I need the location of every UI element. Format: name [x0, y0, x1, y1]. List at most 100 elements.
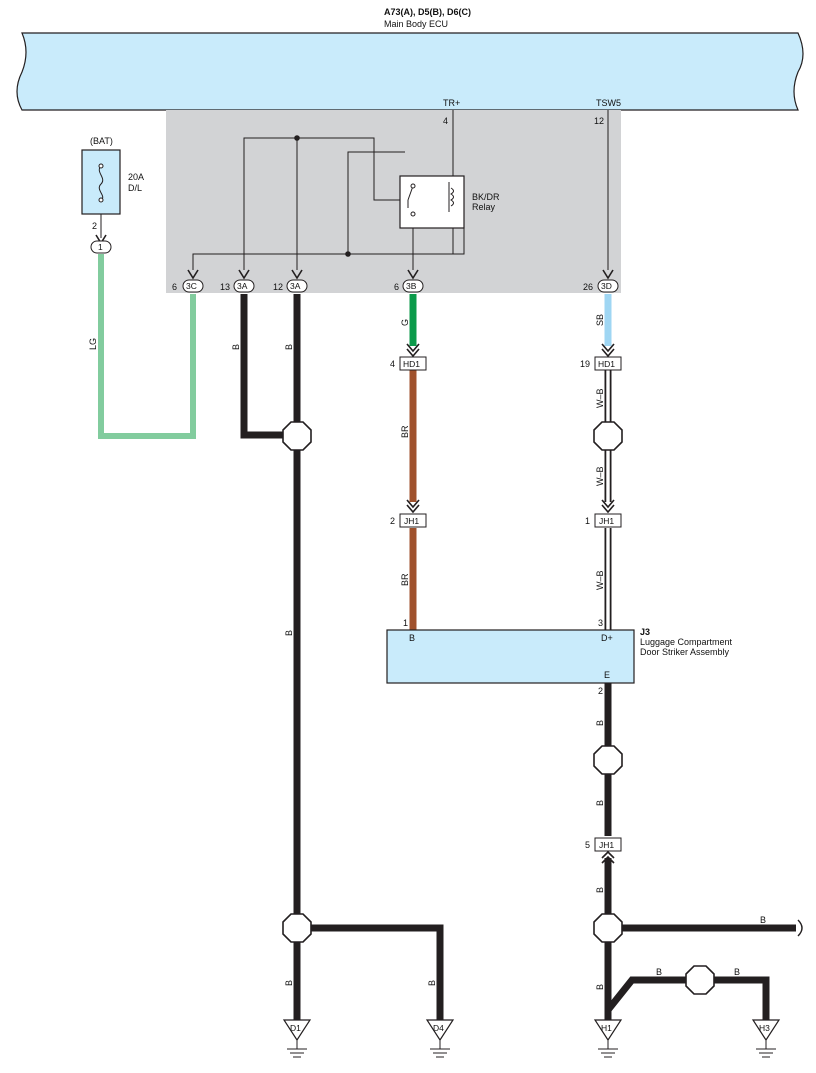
wire-label-b: B: [231, 344, 241, 350]
ecu-name: Main Body ECU: [384, 19, 448, 29]
junction-dot: [294, 135, 300, 141]
junction-hd1-pin: 19: [580, 359, 590, 369]
junction-hd1-left: HD1 4: [390, 343, 427, 371]
ground-h1-label: H1: [601, 1023, 612, 1033]
connector-3b-pin: 6: [394, 282, 399, 292]
striker-term-d: D+: [601, 633, 613, 643]
relay-label: Relay: [472, 202, 496, 212]
wire-lg: [98, 254, 196, 439]
ground-d4: D4: [425, 1019, 455, 1058]
junction-jh1-id: JH1: [599, 516, 614, 526]
relay-name: BK/DR: [472, 192, 500, 202]
fuse-source: (BAT): [90, 136, 113, 146]
wire-label-br: BR: [400, 573, 410, 586]
ecu-internal-area: [166, 110, 621, 293]
wire-break-mark: [797, 919, 803, 937]
ecu-connectors: 3C 6 3A 13 3A 12 3B 6 3D 26: [172, 269, 619, 293]
striker-pin-e: 2: [598, 686, 603, 696]
striker-name-line2: Door Striker Assembly: [640, 647, 730, 657]
splice-point: [282, 421, 312, 451]
wire-label-b: B: [656, 967, 662, 977]
striker-pin-d: 3: [598, 618, 603, 628]
tr-terminal-name: TR+: [443, 98, 460, 108]
junction-jh1-pin: 5: [585, 840, 590, 850]
connector-3c-id: 3C: [186, 281, 197, 291]
striker-term-b: B: [409, 633, 415, 643]
wire-label-wb: W–B: [595, 388, 605, 408]
wire-label-b: B: [427, 980, 437, 986]
wire-black-ground-side: [604, 683, 796, 1020]
wire-black-ecu-side: [240, 294, 444, 1020]
wire-label-b: B: [760, 915, 766, 925]
connector-3d-pin: 26: [583, 282, 593, 292]
wire-label-wb: W–B: [595, 466, 605, 486]
tsw-terminal-name: TSW5: [596, 98, 621, 108]
ecu-body: [16, 32, 804, 111]
splice-point: [593, 745, 623, 775]
wire-label-b: B: [284, 630, 294, 636]
splice-point: [593, 913, 623, 943]
connector-3b: 3B 6: [394, 269, 424, 293]
striker-pin-b: 1: [403, 618, 408, 628]
junction-jh1-pin: 1: [585, 516, 590, 526]
wire-labels: LG B B G SB BR BR W–B W–B W–B B B B B B …: [88, 314, 766, 990]
wire-label-sb: SB: [595, 314, 605, 326]
wire-label-b: B: [595, 800, 605, 806]
junction-hd1-id: HD1: [403, 359, 420, 369]
splice-point: [685, 965, 715, 995]
wire-label-b: B: [595, 887, 605, 893]
connector-3d-id: 3D: [601, 281, 612, 291]
junction-connectors: HD1 4 HD1 19 JH1 2 JH1 1 JH1 5: [390, 343, 622, 864]
connector-3c: 3C 6: [172, 269, 204, 293]
wire-label-b: B: [595, 720, 605, 726]
ground-h1: H1: [593, 1019, 623, 1058]
connector-3a-id: 3A: [290, 281, 301, 291]
junction-jh1-id: JH1: [599, 840, 614, 850]
connector-3d: 3D 26: [583, 269, 619, 293]
fuse-pin: 2: [92, 221, 97, 231]
fuse-rating: 20A: [128, 172, 144, 182]
wire-label-b: B: [284, 980, 294, 986]
ecu-code: A73(A), D5(B), D6(C): [384, 7, 471, 17]
junction-hd1-pin: 4: [390, 359, 395, 369]
splice-point: [282, 913, 312, 943]
grounds: D1 D4 H1 H3: [282, 1019, 781, 1058]
fuse-connector-id: 1: [98, 242, 103, 252]
connector-3a-12: 3A 12: [273, 269, 308, 293]
dl-fuse: (BAT) 20A D/L 2: [81, 136, 144, 238]
ground-h3: H3: [751, 1019, 781, 1058]
splice-point: [593, 421, 623, 451]
striker-term-e: E: [604, 670, 610, 680]
wire-label-b: B: [595, 984, 605, 990]
junction-jh1-left: JH1 2: [390, 499, 427, 528]
tr-terminal-pin: 4: [443, 116, 448, 126]
connector-3b-id: 3B: [406, 281, 417, 291]
connector-3a-pin: 12: [273, 282, 283, 292]
ground-d1: D1: [282, 1019, 312, 1058]
main-body-ecu: A73(A), D5(B), D6(C) Main Body ECU TR+ 4…: [16, 7, 804, 293]
junction-jh1-lower: JH1 5: [585, 837, 622, 864]
fuse-connector: 1: [90, 234, 112, 254]
wire-label-br: BR: [400, 425, 410, 438]
tsw-terminal-pin: 12: [594, 116, 604, 126]
junction-hd1-right: HD1 19: [580, 343, 622, 371]
door-striker-assembly: 1 B 3 D+ E 2 J3 Luggage Compartment Door…: [386, 618, 733, 696]
junction-jh1-id: JH1: [404, 516, 419, 526]
wire-label-g: G: [400, 319, 410, 326]
splices: [282, 421, 715, 995]
ground-h3-label: H3: [759, 1023, 770, 1033]
wire-label-b: B: [284, 344, 294, 350]
wire-label-b: B: [734, 967, 740, 977]
junction-dot: [345, 251, 351, 257]
connector-3a-id: 3A: [237, 281, 248, 291]
junction-jh1-right: JH1 1: [585, 499, 622, 528]
junction-jh1-pin: 2: [390, 516, 395, 526]
ground-d1-label: D1: [290, 1023, 301, 1033]
striker-name-line1: Luggage Compartment: [640, 637, 733, 647]
wire-label-lg: LG: [88, 338, 98, 350]
striker-code: J3: [640, 627, 650, 637]
connector-3a-13: 3A 13: [220, 269, 255, 293]
wire-label-wb: W–B: [595, 570, 605, 590]
junction-hd1-id: HD1: [598, 359, 615, 369]
